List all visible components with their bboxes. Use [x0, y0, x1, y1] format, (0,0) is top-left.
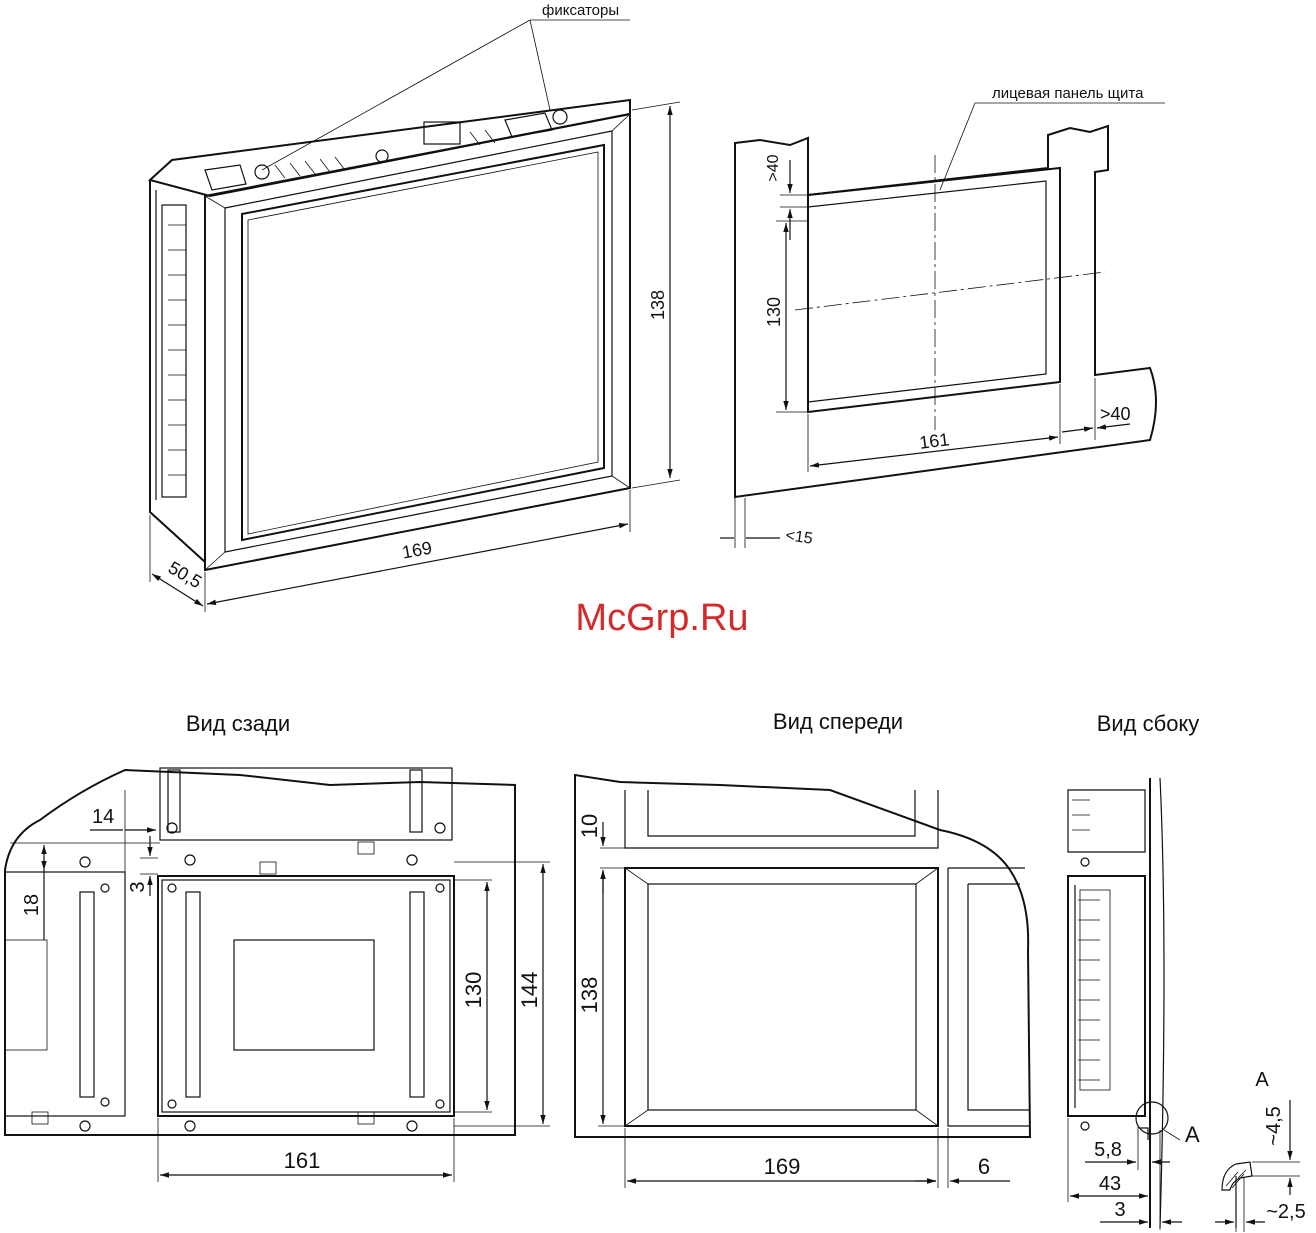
- rear-view-title: Вид сзади: [186, 711, 290, 736]
- rear-gap-dim: 3: [127, 881, 149, 892]
- rear-offset-x-dim: 14: [92, 806, 114, 828]
- detail-a: A ~4,5 ~2,5: [1215, 1069, 1306, 1232]
- iso-height-dim: 138: [648, 290, 668, 320]
- watermark: McGrp.Ru: [575, 597, 748, 639]
- front-view-title: Вид спереди: [773, 709, 903, 734]
- side-view: Вид сбоку A 5,8 43 3: [1068, 711, 1200, 1230]
- front-gap-dim: 10: [577, 814, 602, 838]
- front-width-dim: 169: [764, 1154, 801, 1179]
- cutout-view: лицевая панель щита >40 130 161 >40 <15: [720, 85, 1165, 548]
- latches-label: фиксаторы: [542, 2, 619, 19]
- detail-a-title: A: [1255, 1069, 1269, 1091]
- rear-outer-height-dim: 144: [517, 972, 542, 1009]
- iso-depth-dim: 50,5: [165, 557, 205, 592]
- cutout-width-dim: 161: [918, 429, 950, 453]
- front-panel-label: лицевая панель щита: [992, 85, 1144, 102]
- side-d2-dim: 43: [1099, 1173, 1121, 1195]
- cutout-height-dim: 130: [764, 297, 784, 327]
- rear-width-dim: 161: [284, 1148, 321, 1173]
- front-height-dim: 138: [577, 977, 602, 1014]
- side-view-title: Вид сбоку: [1097, 711, 1200, 736]
- side-d1-dim: 5,8: [1094, 1139, 1122, 1161]
- rear-offset-y-dim: 18: [21, 894, 43, 916]
- front-side-gap-dim: 6: [978, 1154, 990, 1179]
- side-d3-dim: 3: [1114, 1199, 1125, 1221]
- detail-d1-dim: ~4,5: [1263, 1106, 1285, 1145]
- detail-a-callout: A: [1185, 1122, 1200, 1147]
- rear-inner-height-dim: 130: [461, 972, 486, 1009]
- cutout-top-gap-dim: >40: [765, 154, 782, 181]
- isometric-view: фиксаторы 138 169 50,5: [150, 2, 680, 612]
- iso-width-dim: 169: [400, 538, 433, 563]
- front-view: Вид спереди 10 138 169 6: [575, 709, 1030, 1188]
- cutout-side-gap-dim: >40: [1100, 404, 1131, 424]
- cutout-panel-thickness-dim: <15: [784, 527, 813, 548]
- rear-view: Вид сзади: [5, 711, 550, 1182]
- detail-d2-dim: ~2,5: [1266, 1201, 1305, 1223]
